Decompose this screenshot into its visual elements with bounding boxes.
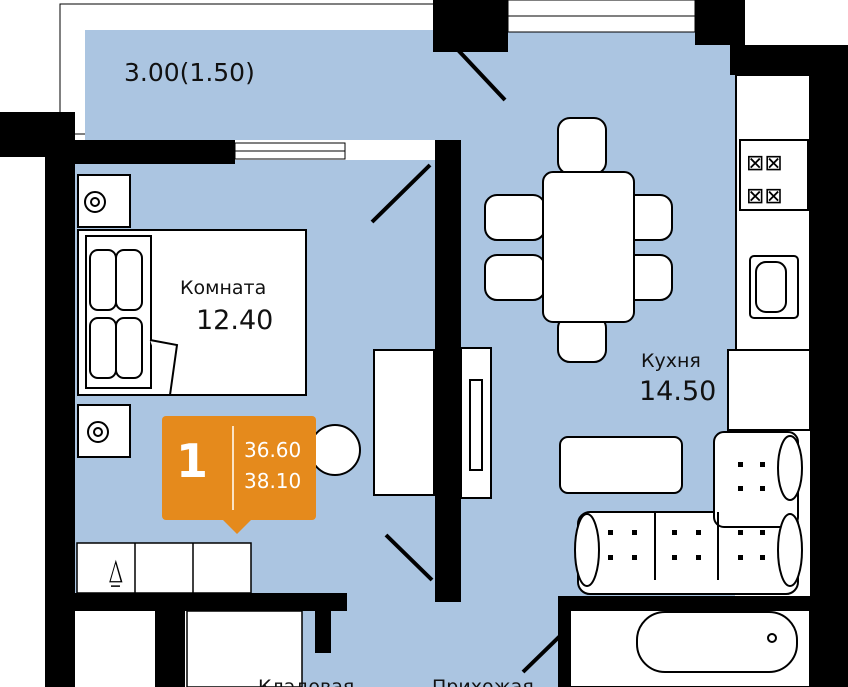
room-name-bedroom: Комната [180, 277, 267, 299]
room-name-kitchen: Кухня [641, 350, 701, 372]
wardrobe: ⍙ [76, 542, 303, 687]
room-area-kitchen: 14.50 [639, 376, 717, 407]
sofa [559, 431, 803, 595]
bed [77, 229, 307, 396]
sofa-buttons [608, 462, 765, 560]
badge-divider [232, 426, 234, 510]
total-area: 36.60 [244, 438, 302, 462]
svg-text:⊠⊠: ⊠⊠ [746, 183, 783, 208]
svg-text:⊠⊠: ⊠⊠ [746, 150, 783, 175]
apartment-badge: 1 36.60 38.10 [162, 416, 316, 534]
windows [234, 0, 696, 160]
rooms-count: 1 [176, 434, 209, 488]
doors [370, 48, 562, 674]
svg-text:⍙: ⍙ [106, 553, 125, 589]
kitchen-unit: ⊠⊠ ⊠⊠ [727, 74, 811, 431]
dining-set [484, 117, 673, 363]
desk-and-tv [309, 347, 492, 499]
room-area-bedroom: 12.40 [196, 305, 274, 336]
total-area-with-balcony: 38.10 [244, 469, 302, 493]
balcony-area: 3.00(1.50) [124, 58, 255, 87]
nightstands [77, 174, 131, 458]
room-name-storage: Кладовая [258, 676, 355, 687]
bathtub [569, 609, 811, 687]
room-name-hallway: Прихожая [432, 676, 534, 687]
